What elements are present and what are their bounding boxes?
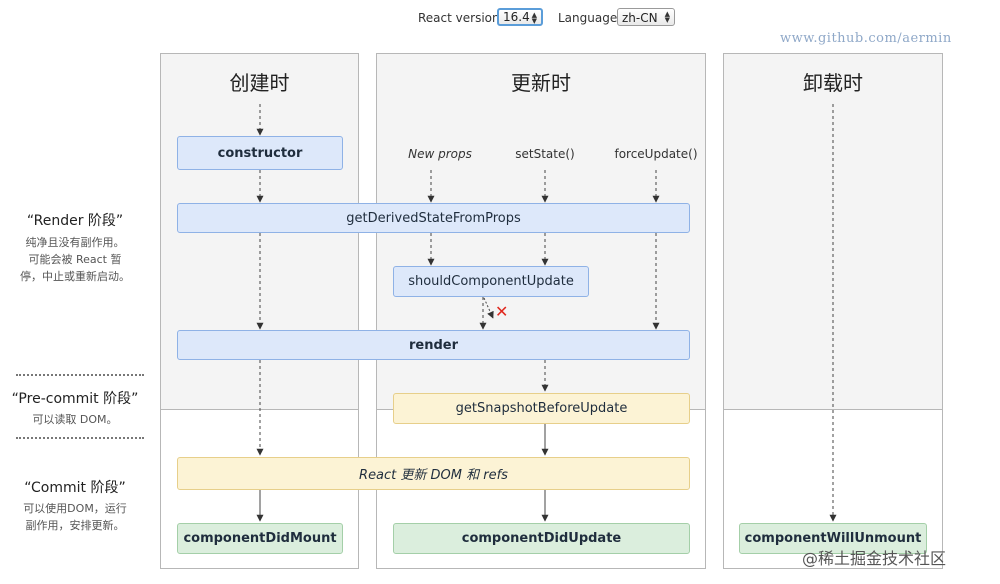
react-version-label: React version (418, 11, 500, 25)
react-version-value: 16.4 (503, 10, 530, 24)
trigger-new-props: New props (408, 147, 472, 161)
commit-phase-title: “Commit 阶段” (24, 480, 126, 496)
trigger-set-state: setState() (515, 147, 575, 161)
watermark-brand: @稀土掘金技术社区 (802, 549, 947, 568)
arrow-scu-false (483, 297, 494, 319)
select-arrows-icon: ▲▼ (531, 11, 537, 25)
trigger-force-update: forceUpdate() (614, 147, 698, 161)
phase-divider (16, 374, 144, 376)
phase-divider (16, 437, 144, 439)
commit-phase-desc: 可以使用DOM，运行 副作用，安排更新。 (23, 502, 127, 532)
render-phase-desc: 纯净且没有副作用。 可能会被 React 暂 停，中止或重新启动。 (20, 236, 130, 283)
render-phase-title: “Render 阶段” (26, 213, 124, 229)
precommit-phase-title: “Pre-commit 阶段” (11, 391, 139, 407)
language-label: Language (558, 11, 618, 25)
updating-title: 更新时 (511, 71, 571, 95)
cwu-box[interactable]: componentWillUnmount (739, 523, 927, 554)
watermark-url: www.github.com/aermin (780, 31, 952, 46)
cancel-mark-icon: ✕ (495, 302, 509, 321)
unmounting-title: 卸载时 (803, 71, 863, 95)
cdm-box[interactable]: componentDidMount (177, 523, 343, 554)
select-arrows-icon: ▲▼ (664, 10, 670, 24)
mounting-title: 创建时 (229, 71, 290, 95)
gdsfp-box[interactable]: getDerivedStateFromProps (177, 203, 690, 233)
update-dom-box[interactable]: React 更新 DOM 和 refs (177, 457, 690, 490)
gsbu-box[interactable]: getSnapshotBeforeUpdate (393, 393, 690, 424)
language-value: zh-CN (622, 11, 658, 25)
constructor-box[interactable]: constructor (177, 136, 343, 170)
cdu-box[interactable]: componentDidUpdate (393, 523, 690, 554)
toolbar: React version 16.4 ▲▼ Language zh-CN ▲▼ (0, 8, 1000, 30)
react-version-select[interactable]: 16.4 ▲▼ (497, 8, 543, 26)
language-select[interactable]: zh-CN ▲▼ (617, 8, 675, 26)
scu-box[interactable]: shouldComponentUpdate (393, 266, 589, 297)
precommit-phase-desc: 可以读取 DOM。 (32, 413, 118, 426)
render-box[interactable]: render (177, 330, 690, 360)
